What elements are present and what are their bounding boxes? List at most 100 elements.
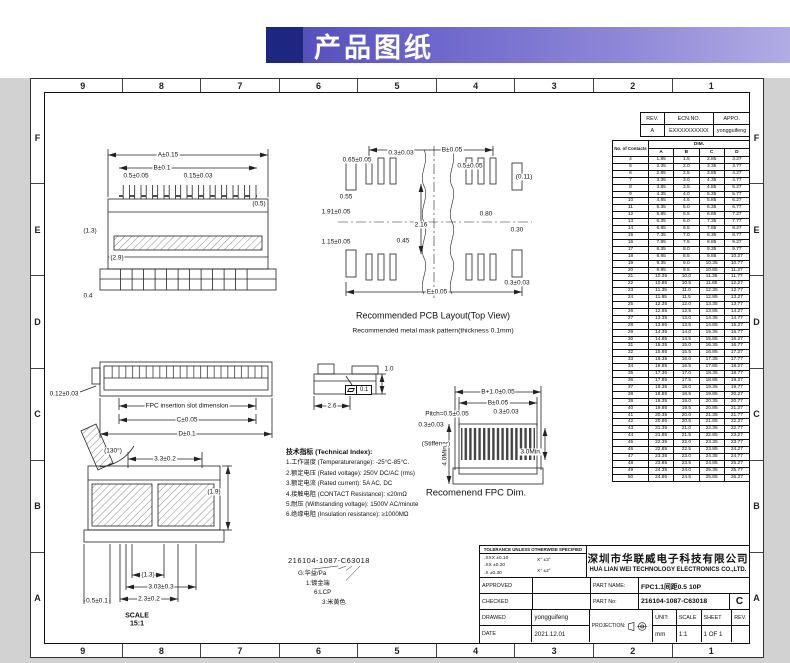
dim-table-row: 24 11.85 11.5 12.85 13.27	[612, 294, 751, 303]
dim-label: 0.45	[395, 237, 411, 245]
dim-d-cell: 3.27	[723, 156, 751, 164]
dim-label: 0.15±0.03	[182, 172, 214, 180]
dim-a-cell: 13.85	[647, 321, 675, 330]
tolerance-line: .XX ±0.20	[484, 563, 506, 569]
dim-d-cell: 14.27	[723, 307, 751, 316]
dim-c-cell: 14.35	[698, 314, 725, 323]
contacts-cell: 4	[612, 156, 649, 164]
dim-label: 0.12±0.03	[48, 390, 80, 398]
contacts-cell: 45	[612, 439, 649, 448]
dim-table-row: 20 9.85 9.5 10.85 11.27	[612, 266, 751, 275]
dim-label: 0.65±0.05	[341, 156, 373, 164]
dim-b-cell: 10.5	[673, 280, 700, 289]
dim-b-cell: 13.0	[673, 314, 700, 323]
tolerance-title: TOLERANCE UNLESS OTHERWISE SPECIFIED	[480, 546, 586, 555]
dim-label: B±0.05	[440, 146, 464, 154]
frame-coordinate: D	[750, 276, 763, 369]
contacts-cell: 37	[612, 383, 649, 392]
dim-table-row: 34 16.85 16.5 17.85 18.27	[612, 363, 751, 372]
dim-d-cell: 18.27	[723, 363, 751, 372]
dim-d-cell: 7.27	[723, 211, 751, 220]
dim-a-cell: 23.35	[647, 452, 675, 461]
dim-d-cell: 8.27	[723, 225, 751, 233]
dim-d-cell: 11.77	[723, 273, 751, 282]
dim-c-cell: 7.35	[698, 218, 725, 227]
dim-b-cell: 14.0	[673, 328, 700, 337]
unit-value: mm	[655, 630, 666, 638]
dim-b-cell: 7.5	[673, 238, 700, 247]
dim-table-row: 5 2.35 2.0 3.35 3.77	[612, 162, 751, 171]
dim-a-cell: 18.35	[647, 383, 675, 392]
dim-c-cell: 16.85	[698, 349, 725, 358]
dim-a-cell: 5.35	[647, 204, 675, 213]
dim-table-row: 26 12.85 12.5 13.85 14.27	[612, 307, 751, 316]
company-name-en: HUA LIAN WEI TECHNOLOGY ELECTRONICS CO.,…	[589, 566, 747, 573]
rev-header: REV.	[640, 112, 665, 125]
dim-table-row: 35 17.35 17.0 18.35 18.77	[612, 370, 751, 378]
dim-c-cell: 11.35	[698, 273, 725, 282]
dim-c-cell: 21.85	[698, 418, 725, 427]
contacts-cell: 43	[612, 425, 649, 434]
dim-b-cell: 18.5	[673, 390, 700, 399]
contacts-cell: 33	[612, 356, 649, 365]
dim-b-cell: 23.5	[673, 459, 700, 468]
view-subtitle: Recommended metal mask pattern(thickness…	[351, 327, 515, 335]
tolerance-box: TOLERANCE UNLESS OTHERWISE SPECIFIED .XX…	[480, 546, 586, 577]
dim-b-cell: 10.0	[673, 273, 700, 282]
dim-label: C±0.05	[175, 416, 199, 424]
frame-coordinate: C	[31, 369, 44, 461]
dim-table-row: 32 15.85 15.5 16.85 17.27	[612, 349, 751, 358]
dim-b-cell: 4.5	[673, 197, 700, 206]
dim-label: B±0.1	[152, 164, 172, 172]
dim-table-row: 42 20.85 20.5 21.85 22.27	[612, 418, 751, 427]
dim-label: B+1.0±0.05	[480, 388, 516, 396]
contacts-cell: 25	[612, 301, 649, 309]
col-b-header: B	[673, 148, 700, 157]
dim-c-cell: 19.35	[698, 383, 725, 392]
contacts-cell: 14	[612, 225, 649, 233]
dim-table-row: 8 3.85 3.5 4.85 5.27	[612, 183, 751, 192]
drawed-label: DRAWED	[480, 610, 532, 626]
dim-table-row: 33 16.35 16.0 17.35 17.77	[612, 356, 751, 365]
flatness-tolerance-frame: 0.1	[345, 385, 373, 395]
dim-label: (0.11)	[514, 173, 534, 181]
dim-d-cell: 3.77	[723, 162, 751, 171]
technical-note: 6.绝缘电阻 (Insulation resistance): ≥1000MΩ	[286, 511, 409, 519]
checked-label: CHECKED	[482, 598, 509, 605]
dim-label: 0.3±0.03	[503, 279, 531, 287]
frame-coordinate: 6	[280, 644, 359, 657]
dim-b-cell: 22.0	[673, 439, 700, 448]
dim-d-cell: 23.27	[723, 432, 751, 441]
dim-a-cell: 12.85	[647, 307, 675, 316]
dim-c-cell: 8.35	[698, 231, 725, 240]
appo-value: yongguifeng	[713, 124, 750, 137]
dim-c-cell: 3.85	[698, 169, 725, 178]
dim-label: 0.5±0.05	[456, 162, 484, 170]
dim-b-cell: 12.0	[673, 301, 700, 309]
projection-cell: PROJECTION:	[588, 610, 652, 642]
dim-table-row: 17 8.35 8.0 9.35 9.77	[612, 245, 751, 254]
sheet-value: 1 OF 1	[703, 630, 723, 638]
dim-table-row: 50 24.85 24.5 25.85 26.27	[612, 473, 751, 482]
contacts-cell: 8	[612, 183, 649, 192]
col-d-header: D	[723, 148, 751, 157]
part-name-value: FPC1.1间距0.5 10P	[638, 578, 749, 593]
dim-label: 1.0	[383, 365, 395, 373]
ecn-value: EXXXXXXXXXX	[663, 124, 715, 137]
dim-d-cell: 19.27	[723, 377, 751, 385]
frame-coordinate: 4	[437, 644, 516, 657]
dim-b-cell: 14.5	[673, 335, 700, 344]
frame-coordinate: 1	[708, 80, 714, 91]
dim-table-row: 30 14.85 14.5 15.85 16.27	[612, 335, 751, 344]
dim-table-row: 23 11.35 11.0 12.35 12.77	[612, 287, 751, 296]
dim-table-body: 4 1.85 1.5 2.85 3.27 5 2.35 2.0 3.35 3.7…	[612, 156, 751, 482]
dim-table-row: 10 4.85 4.5 5.85 6.27	[612, 197, 751, 206]
dim-b-cell: 11.5	[673, 294, 700, 303]
contacts-cell: 48	[612, 459, 649, 468]
dim-a-cell: 8.85	[647, 252, 675, 261]
contacts-cell: 34	[612, 363, 649, 372]
scale-value: 15:1	[128, 620, 146, 628]
tolerance-line: X° ±3°	[537, 557, 551, 563]
tolerance-line: .XXX ±0.10	[484, 555, 509, 561]
